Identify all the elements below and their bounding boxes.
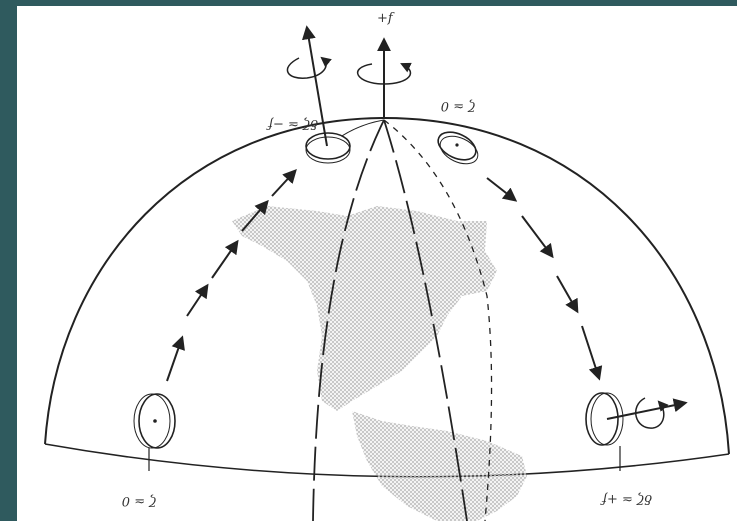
- spinning-disc-top-left: [287, 28, 350, 163]
- hemisphere-diagram: +f δζ ≃ −f ζ ≃ 0 ζ ≃ 0 δζ ≃ +f: [17, 6, 737, 521]
- north-america-landmass: [232, 206, 497, 411]
- bottom-right-vorticity-label: δζ ≃ +f: [600, 491, 652, 506]
- spinning-disc-bottom-left: [134, 394, 175, 448]
- bottom-left-vorticity-label: ζ ≃ 0: [122, 493, 156, 508]
- top-right-vorticity-label: ζ ≃ 0: [441, 98, 475, 113]
- pole-axis-label: +f: [377, 11, 395, 26]
- south-america-landmass: [352, 411, 527, 521]
- spinning-disc-top-right: [434, 127, 482, 170]
- top-left-vorticity-label: δζ ≃ −f: [266, 116, 318, 131]
- spinning-disc-bottom-right: [586, 393, 685, 445]
- vorticity-hemisphere-figure: +f δζ ≃ −f ζ ≃ 0 ζ ≃ 0 δζ ≃ +f: [17, 6, 737, 521]
- rotation-arrow-icon: [287, 58, 326, 78]
